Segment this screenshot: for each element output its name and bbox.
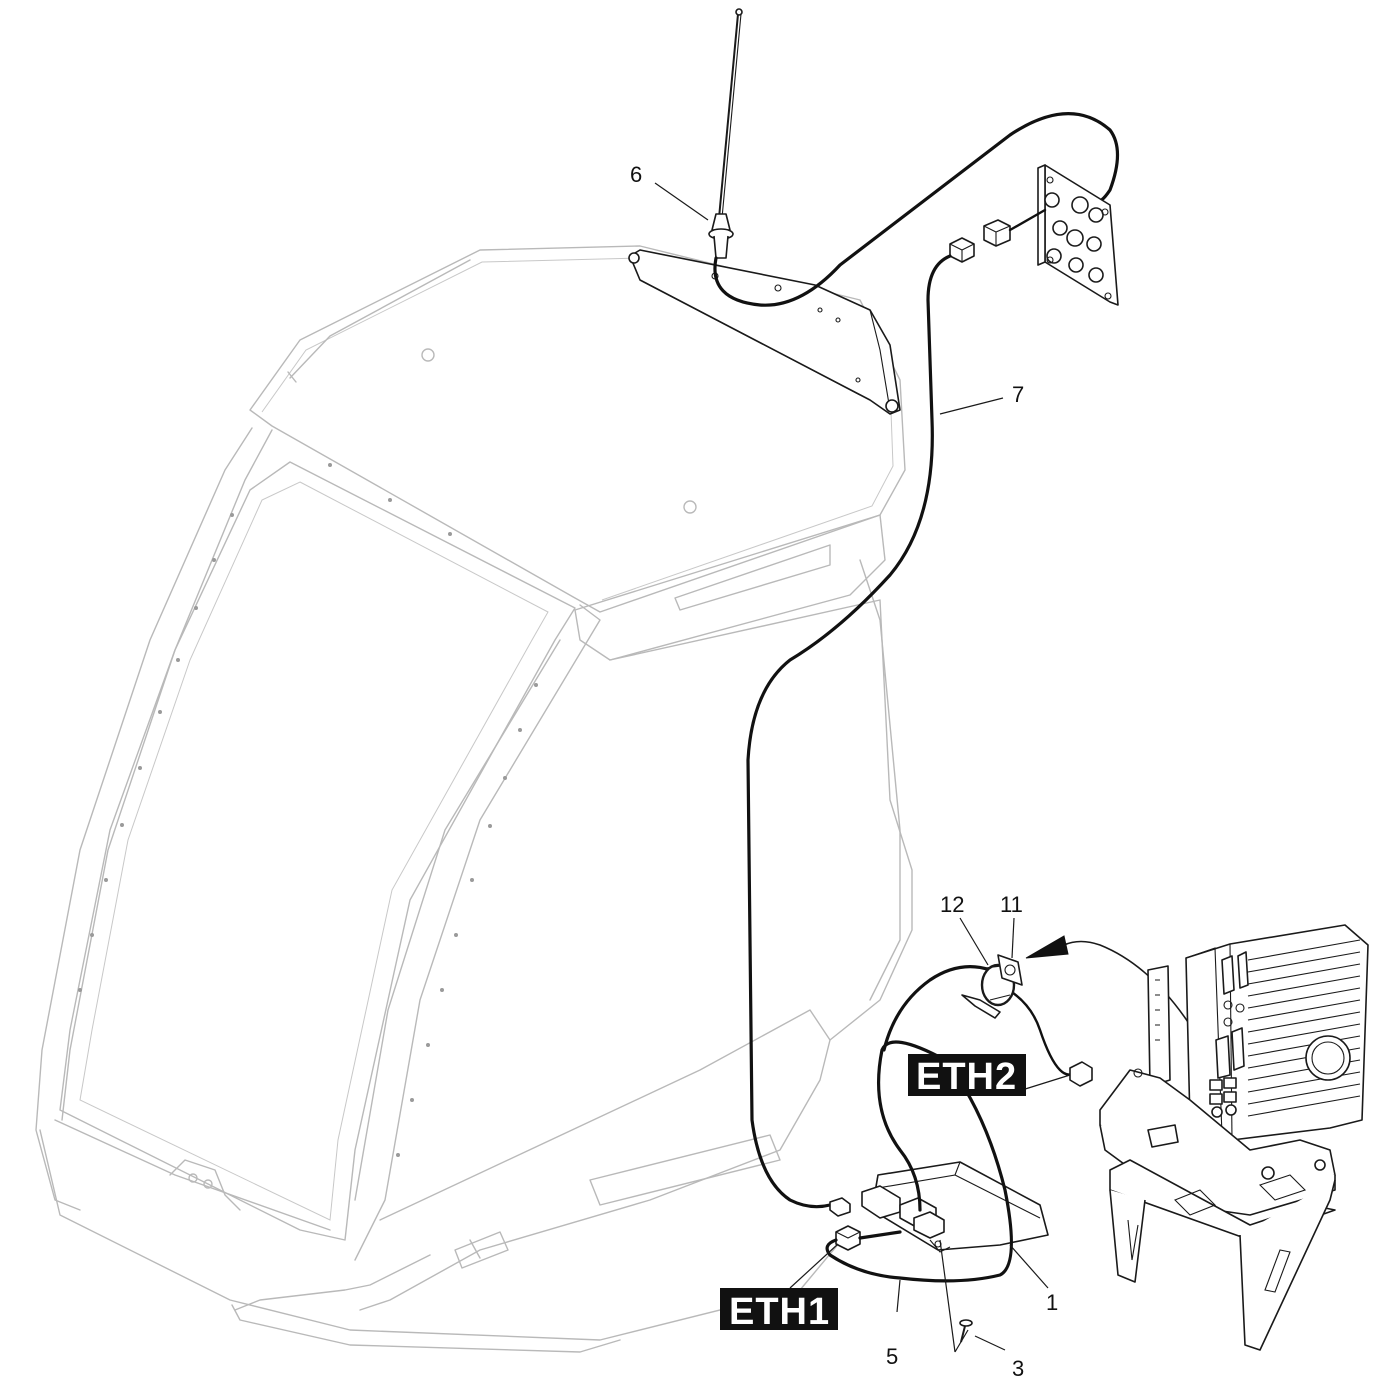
cable-plug-upper[interactable] — [983, 208, 1047, 247]
leader-11 — [1011, 917, 1015, 959]
leader-eth1 — [789, 1243, 839, 1289]
eth2-tag-label: ETH2 — [916, 1056, 1017, 1098]
eth2-cable[interactable] — [882, 965, 992, 1052]
callout-6: 6 — [630, 162, 642, 187]
leader-1 — [1009, 1244, 1049, 1289]
grommet[interactable] — [997, 954, 1023, 986]
cable-7[interactable] — [746, 254, 952, 1209]
leader-3 — [974, 1335, 1006, 1351]
eth1-plug[interactable] — [835, 1225, 861, 1251]
eth2-tag: ETH2 — [908, 1054, 1026, 1098]
cab-outline — [35, 245, 913, 1353]
leader-6 — [654, 182, 709, 221]
eth2-lead[interactable] — [998, 983, 1077, 1076]
eth1-tag: ETH1 — [720, 1288, 838, 1333]
routing-arrow — [1025, 935, 1191, 1026]
leader-3-split — [939, 1239, 969, 1353]
eth1-tag-label: ETH1 — [729, 1291, 830, 1333]
callout-5: 5 — [886, 1344, 898, 1369]
leader-7 — [939, 397, 1004, 415]
leader-5 — [896, 1279, 901, 1313]
electronic-control-unit[interactable] — [1147, 924, 1369, 1141]
callout-labels: 6 7 12 11 1 5 3 — [630, 162, 1058, 1381]
cable-5[interactable] — [825, 1040, 1013, 1283]
callout-7: 7 — [1012, 382, 1024, 407]
leader-lines — [654, 182, 1071, 1353]
frame-rivets — [78, 463, 538, 1157]
ecu-mounting-stand — [1099, 1068, 1336, 1351]
leader-eth2 — [1021, 1074, 1071, 1091]
leader-12 — [959, 917, 989, 966]
callout-12: 12 — [940, 892, 964, 917]
callout-11: 11 — [1000, 892, 1023, 917]
cable-plug-lower[interactable] — [949, 237, 975, 263]
screw[interactable] — [959, 1319, 973, 1343]
connector-plate — [1037, 164, 1119, 306]
antenna-assembly[interactable] — [708, 8, 743, 259]
eth2-plug[interactable] — [1069, 1061, 1093, 1087]
antenna-cable[interactable] — [713, 112, 1120, 307]
callout-1: 1 — [1046, 1290, 1058, 1315]
antenna-mounting-bracket — [628, 249, 901, 415]
callout-3: 3 — [1012, 1356, 1024, 1381]
